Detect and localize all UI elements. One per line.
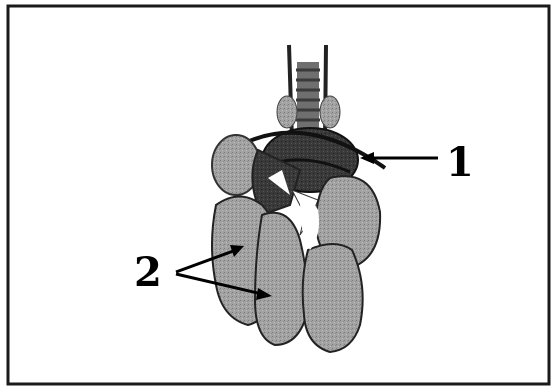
callout-1-label: 1 xyxy=(446,139,474,186)
right-lower-lobe xyxy=(303,244,363,352)
callout-2-label: 2 xyxy=(134,249,162,296)
